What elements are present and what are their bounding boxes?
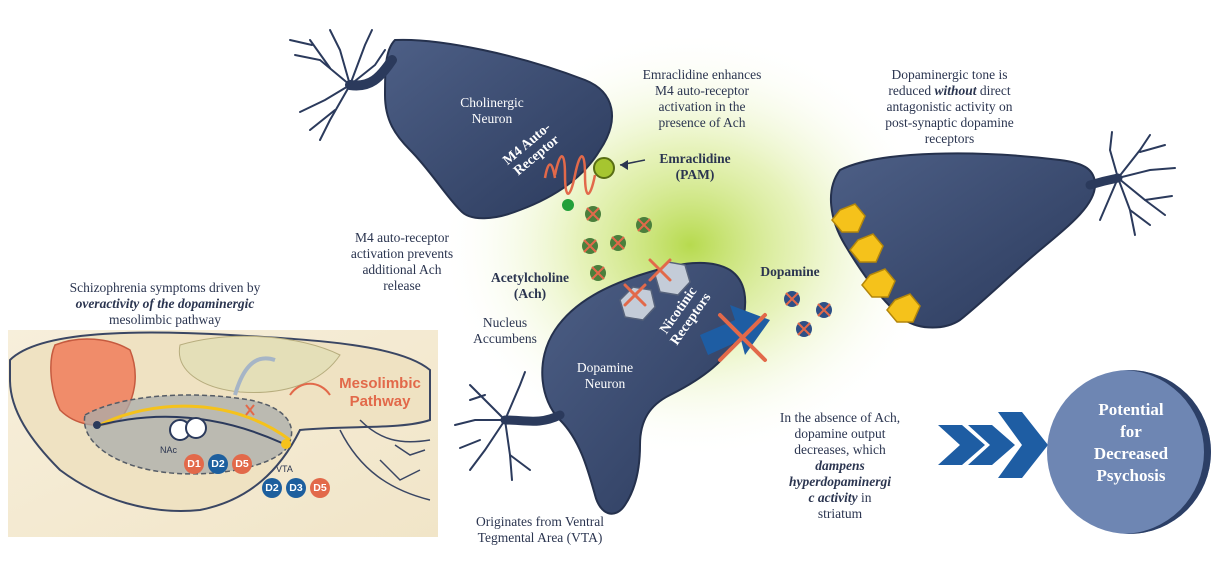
vta-receptor-badge: D3: [286, 478, 306, 498]
brain-inset: [8, 330, 438, 537]
emraclidine-note: Emraclidine enhances M4 auto-receptor ac…: [642, 67, 762, 130]
dopamine-neuron-label: Dopamine Neuron: [576, 360, 634, 391]
cholinergic-neuron-label: Cholinergic Neuron: [460, 95, 524, 126]
m4-receptor-coil: [543, 155, 597, 195]
outcome-circle: [1047, 370, 1211, 534]
ach-molecules: [582, 206, 652, 281]
mesolimbic-pathway-label: Mesolimbic Pathway: [339, 375, 421, 410]
acetylcholine-label: Acetylcholine (Ach): [491, 270, 569, 301]
nac-receptor-badge: D5: [232, 454, 252, 474]
dopamine-molecules: [784, 291, 832, 337]
vta-receptor-badge: D2: [262, 478, 282, 498]
dopamine-receptors: [831, 203, 921, 323]
nac-receptor-badge: D1: [184, 454, 204, 474]
emraclidine-pam: [593, 157, 615, 179]
schizophrenia-note: Schizophrenia symptoms driven by overact…: [69, 280, 261, 327]
vta-note: Originates from Ventral Tegmental Area (…: [476, 514, 604, 545]
dopamine-label: Dopamine: [760, 264, 820, 279]
emraclidine-label: Emraclidine (PAM): [659, 151, 731, 182]
nicotinic-receptor-1: [619, 286, 656, 321]
dopamine-neuron-shape: [454, 261, 747, 515]
postsynaptic-neuron-shape: [829, 131, 1176, 329]
vta-label: VTA: [276, 464, 293, 474]
vta-receptor-badge: D5: [310, 478, 330, 498]
dopaminergic-tone-note: Dopaminergic tone is reduced without dir…: [885, 67, 1014, 146]
m4-prevents-note: M4 auto-receptor activation prevents add…: [350, 230, 454, 293]
outcome-chevrons: [938, 412, 1048, 478]
nac-label: NAc: [160, 445, 178, 455]
outcome-label: Potential for Decreased Psychosis: [1093, 400, 1169, 485]
absence-note: In the absence of Ach, dopamine output d…: [779, 410, 901, 521]
ach-bound: [562, 199, 574, 211]
nucleus-accumbens-label: Nucleus Accumbens: [473, 315, 537, 346]
nac-receptor-badge: D2: [208, 454, 228, 474]
